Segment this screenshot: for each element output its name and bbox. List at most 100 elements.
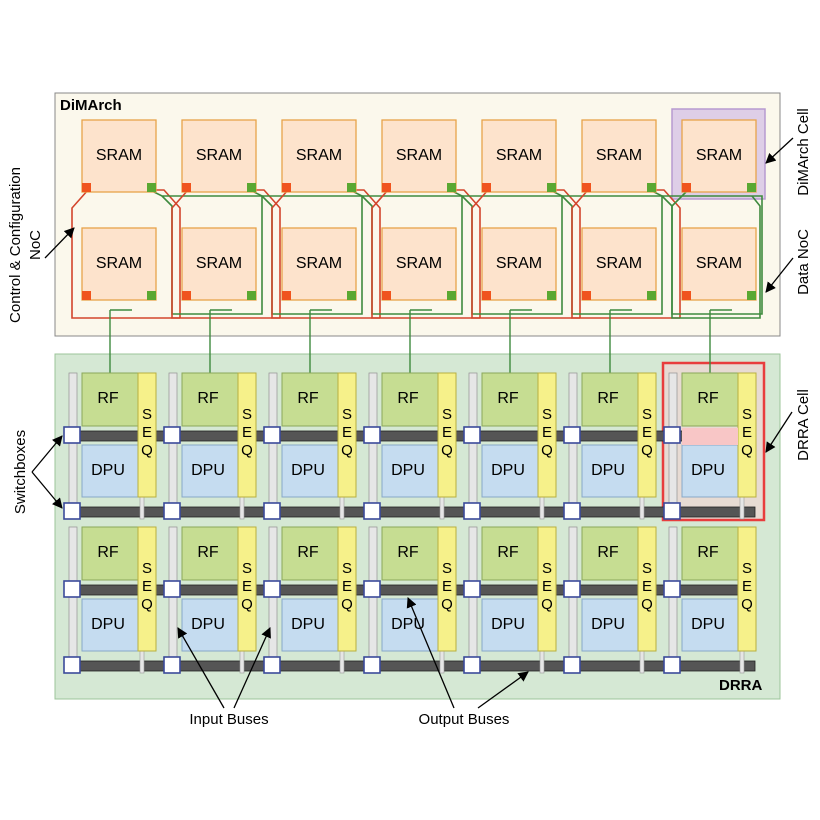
sram-block	[681, 119, 757, 193]
switchbox	[263, 656, 281, 674]
sram-cell: SRAM	[581, 119, 657, 193]
data-noc-link	[149, 189, 263, 315]
rf-block	[481, 526, 539, 581]
seq-letter: S	[542, 560, 552, 577]
seq-letter: Q	[141, 442, 153, 459]
sram-port-red	[582, 291, 591, 300]
sram-port-red	[182, 183, 191, 192]
sram-port-red	[482, 291, 491, 300]
rf-label: RF	[497, 544, 519, 561]
dpu-label: DPU	[591, 616, 625, 633]
sram-block	[181, 119, 257, 193]
seq-block	[537, 372, 557, 498]
rf-label: RF	[297, 544, 319, 561]
sram-label: SRAM	[696, 147, 742, 164]
arrow-output-bus-inner	[406, 597, 455, 709]
switchbox-rail	[368, 372, 378, 520]
arrow-data-noc	[765, 257, 794, 293]
rf-block	[81, 372, 139, 427]
sram-port-red	[382, 291, 391, 300]
dpu-block	[681, 444, 739, 498]
switchbox-rail	[368, 526, 378, 674]
sram-port-red	[282, 291, 291, 300]
rf-block	[381, 372, 439, 427]
rf-label: RF	[697, 544, 719, 561]
switchbox	[163, 502, 181, 520]
seq-block	[337, 372, 357, 498]
switchbox	[663, 580, 681, 598]
seq-letter: E	[542, 578, 552, 595]
sram-cell: SRAM	[381, 227, 457, 301]
rf-label: RF	[197, 390, 219, 407]
switchbox	[363, 426, 381, 444]
seq-letter: Q	[741, 442, 753, 459]
switchbox	[463, 502, 481, 520]
switchbox	[563, 656, 581, 674]
switchboxes-label: Switchboxes	[12, 430, 29, 514]
sram-port-green	[147, 183, 156, 192]
sram-port-green	[247, 291, 256, 300]
sram-cell: SRAM	[481, 119, 557, 193]
switchbox	[563, 580, 581, 598]
sram-cell: SRAM	[481, 227, 557, 301]
control-noc-link	[371, 189, 480, 319]
arrow-input-bus-right	[233, 627, 271, 709]
seq-letter: E	[142, 424, 152, 441]
sram-block	[81, 119, 157, 193]
switchbox-rail	[468, 526, 478, 674]
sram-label: SRAM	[196, 147, 242, 164]
seq-letter: Q	[441, 442, 453, 459]
data-noc-link	[549, 189, 663, 315]
switchbox	[463, 426, 481, 444]
seq-block	[237, 372, 257, 498]
sram-cell: SRAM	[681, 119, 757, 193]
arrow-output-bus-outer	[477, 671, 529, 709]
seq-letter: E	[342, 424, 352, 441]
sram-block	[581, 119, 657, 193]
seq-letter: S	[342, 406, 352, 423]
data-noc-link	[449, 189, 563, 315]
seq-block	[637, 526, 657, 652]
sram-port-green	[447, 183, 456, 192]
sram-port-red	[682, 183, 691, 192]
seq-letter: E	[642, 578, 652, 595]
dpu-block	[281, 444, 339, 498]
sram-label: SRAM	[96, 255, 142, 272]
dpu-block	[181, 444, 239, 498]
seq-block	[137, 372, 157, 498]
rf-block	[281, 526, 339, 581]
seq-letter: Q	[541, 442, 553, 459]
sram-cell: SRAM	[81, 119, 157, 193]
control-noc-link	[571, 189, 680, 319]
seq-letter: Q	[541, 596, 553, 613]
sram-block	[281, 227, 357, 301]
seq-letter: S	[342, 560, 352, 577]
switchbox	[263, 580, 281, 598]
switchbox	[663, 502, 681, 520]
seq-letter: Q	[241, 442, 253, 459]
dpu-block	[381, 444, 439, 498]
rf-block	[581, 526, 639, 581]
switchbox-rail	[68, 526, 78, 674]
dpu-label: DPU	[591, 462, 625, 479]
seq-letter: S	[442, 560, 452, 577]
arrow-switchbox-bottom	[31, 471, 63, 509]
sram-port-green	[547, 183, 556, 192]
sram-cell: SRAM	[281, 227, 357, 301]
switchbox-rail	[68, 372, 78, 520]
control-noc-label-line2: NoC	[27, 230, 44, 260]
seq-letter: S	[742, 406, 752, 423]
seq-block	[637, 372, 657, 498]
sram-label: SRAM	[496, 147, 542, 164]
sram-label: SRAM	[496, 255, 542, 272]
data-noc-link	[249, 189, 363, 315]
rf-label: RF	[597, 390, 619, 407]
sram-port-green	[147, 291, 156, 300]
rf-block	[681, 526, 739, 581]
